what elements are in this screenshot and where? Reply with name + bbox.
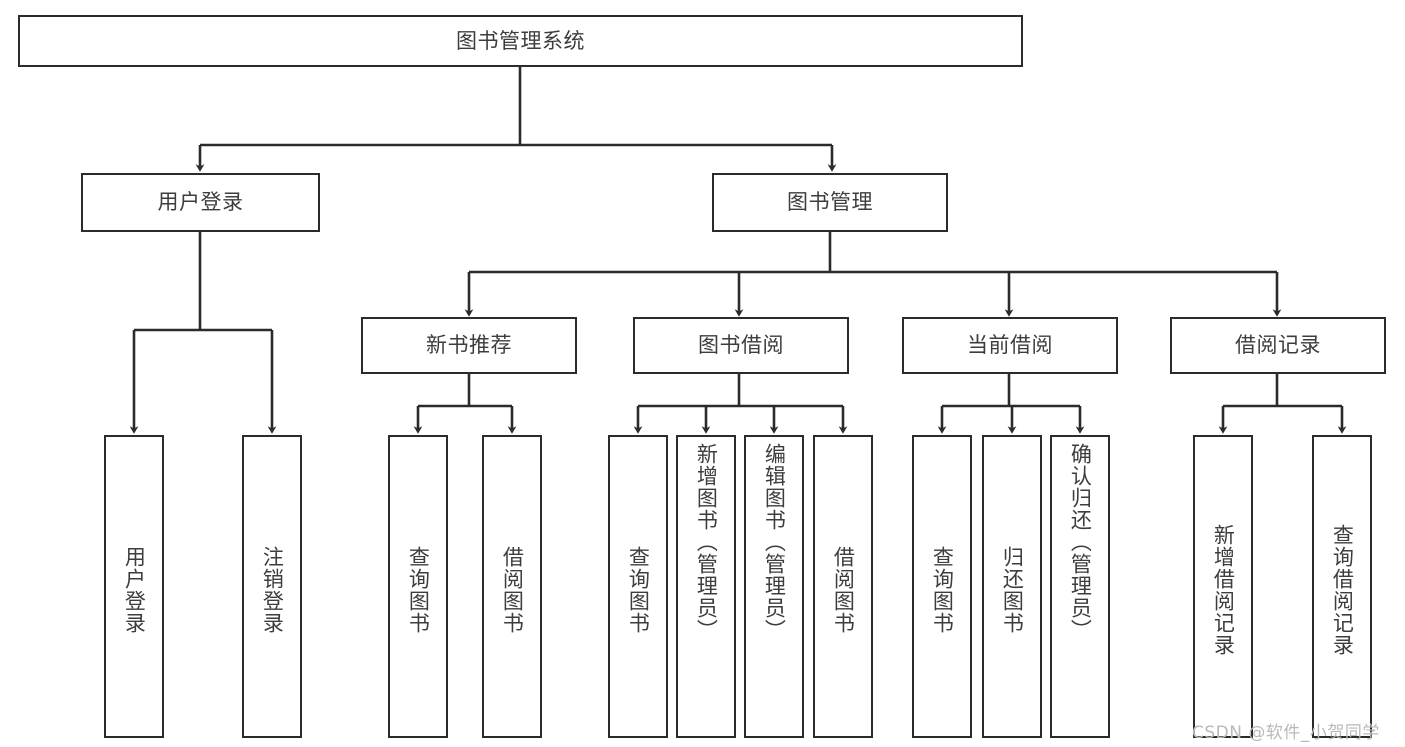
node-leaf-query-book-2-label: 查询图书 <box>626 545 651 634</box>
node-root-label: 图书管理系统 <box>456 28 585 53</box>
node-book-manage[interactable]: 图书管理 <box>712 173 948 232</box>
node-leaf-return-book[interactable]: 归还图书 <box>982 435 1042 738</box>
node-leaf-query-book-3-label: 查询图书 <box>930 545 955 634</box>
node-leaf-borrow-book-1-label: 借阅图书 <box>500 545 525 634</box>
node-leaf-query-book-1-label: 查询图书 <box>406 545 431 634</box>
node-leaf-confirm-return[interactable]: 确认归还（管理员） <box>1050 435 1110 738</box>
node-leaf-edit-book[interactable]: 编辑图书（管理员） <box>744 435 804 738</box>
node-book-borrow-label: 图书借阅 <box>698 333 784 358</box>
node-leaf-add-book[interactable]: 新增图书（管理员） <box>676 435 736 738</box>
node-book-borrow[interactable]: 图书借阅 <box>633 317 849 374</box>
node-leaf-query-book-2[interactable]: 查询图书 <box>608 435 668 738</box>
node-leaf-add-record[interactable]: 新增借阅记录 <box>1193 435 1253 738</box>
node-leaf-confirm-return-label: 确认归还（管理员） <box>1068 443 1093 641</box>
connector-userlogin-to-leaves <box>129 232 277 434</box>
node-new-book-recommend[interactable]: 新书推荐 <box>361 317 577 374</box>
node-user-login-label: 用户登录 <box>157 190 244 215</box>
node-leaf-borrow-book-1[interactable]: 借阅图书 <box>482 435 542 738</box>
node-leaf-user-logout-label: 注销登录 <box>260 545 285 634</box>
node-leaf-query-record[interactable]: 查询借阅记录 <box>1312 435 1372 738</box>
node-leaf-edit-book-label: 编辑图书（管理员） <box>762 443 787 641</box>
node-leaf-borrow-book-2[interactable]: 借阅图书 <box>813 435 873 738</box>
connector-bookmanage-to-level2 <box>464 232 1282 317</box>
connector-newbook-to-leaves <box>413 374 517 434</box>
node-leaf-query-book-3[interactable]: 查询图书 <box>912 435 972 738</box>
node-current-borrow-label: 当前借阅 <box>967 333 1053 358</box>
connector-borrowrecord-to-leaves <box>1218 374 1347 434</box>
connector-currentborrow-to-leaves <box>937 374 1085 434</box>
node-leaf-return-book-label: 归还图书 <box>1000 545 1025 634</box>
node-root[interactable]: 图书管理系统 <box>18 15 1023 67</box>
node-new-book-recommend-label: 新书推荐 <box>426 333 512 358</box>
node-leaf-query-book-1[interactable]: 查询图书 <box>388 435 448 738</box>
connector-bookborrow-to-leaves <box>633 374 848 434</box>
node-borrow-record[interactable]: 借阅记录 <box>1170 317 1386 374</box>
node-leaf-query-record-label: 查询借阅记录 <box>1330 523 1355 656</box>
node-leaf-add-book-label: 新增图书（管理员） <box>694 443 719 641</box>
node-leaf-user-logout[interactable]: 注销登录 <box>242 435 302 738</box>
node-current-borrow[interactable]: 当前借阅 <box>902 317 1118 374</box>
node-book-manage-label: 图书管理 <box>787 190 873 215</box>
node-leaf-borrow-book-2-label: 借阅图书 <box>831 545 856 634</box>
node-leaf-add-record-label: 新增借阅记录 <box>1211 523 1236 656</box>
node-user-login[interactable]: 用户登录 <box>81 173 320 232</box>
node-leaf-user-login-label: 用户登录 <box>122 545 147 634</box>
node-leaf-user-login[interactable]: 用户登录 <box>104 435 164 738</box>
node-borrow-record-label: 借阅记录 <box>1235 333 1321 358</box>
connector-root-to-level1 <box>195 66 837 172</box>
